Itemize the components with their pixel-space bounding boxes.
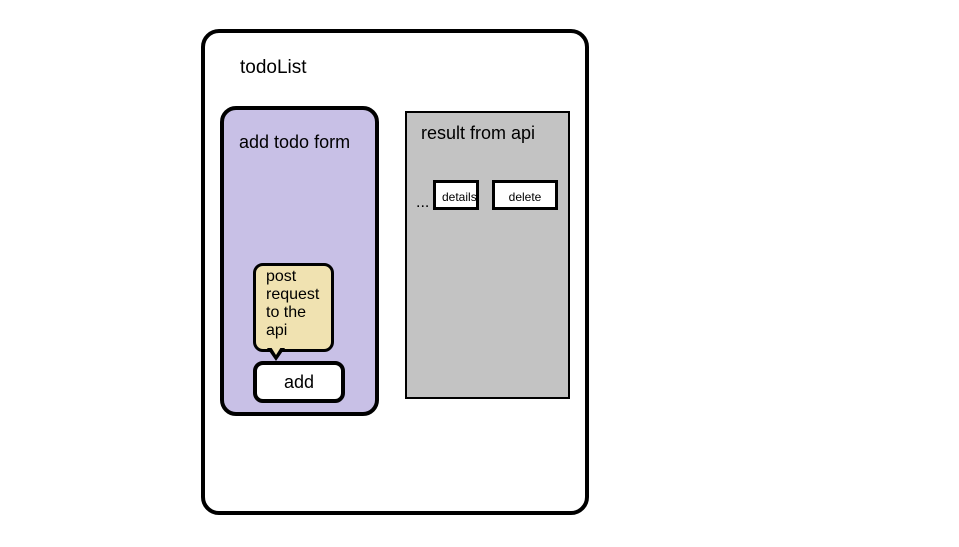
api-results-title: result from api — [421, 123, 536, 143]
api-note-bubble — [253, 263, 334, 352]
delete-button[interactable]: delete — [492, 180, 558, 210]
result-ellipsis: ... — [416, 194, 430, 211]
api-note-text: post request to the api — [266, 268, 320, 339]
add-todo-form-title: add todo form — [239, 132, 351, 152]
api-results-panel — [405, 111, 570, 399]
add-button[interactable]: add — [253, 361, 345, 403]
todo-list-title: todoList — [240, 57, 307, 78]
api-note-bubble-tail-fill — [271, 347, 281, 355]
details-button[interactable]: details — [433, 180, 479, 210]
